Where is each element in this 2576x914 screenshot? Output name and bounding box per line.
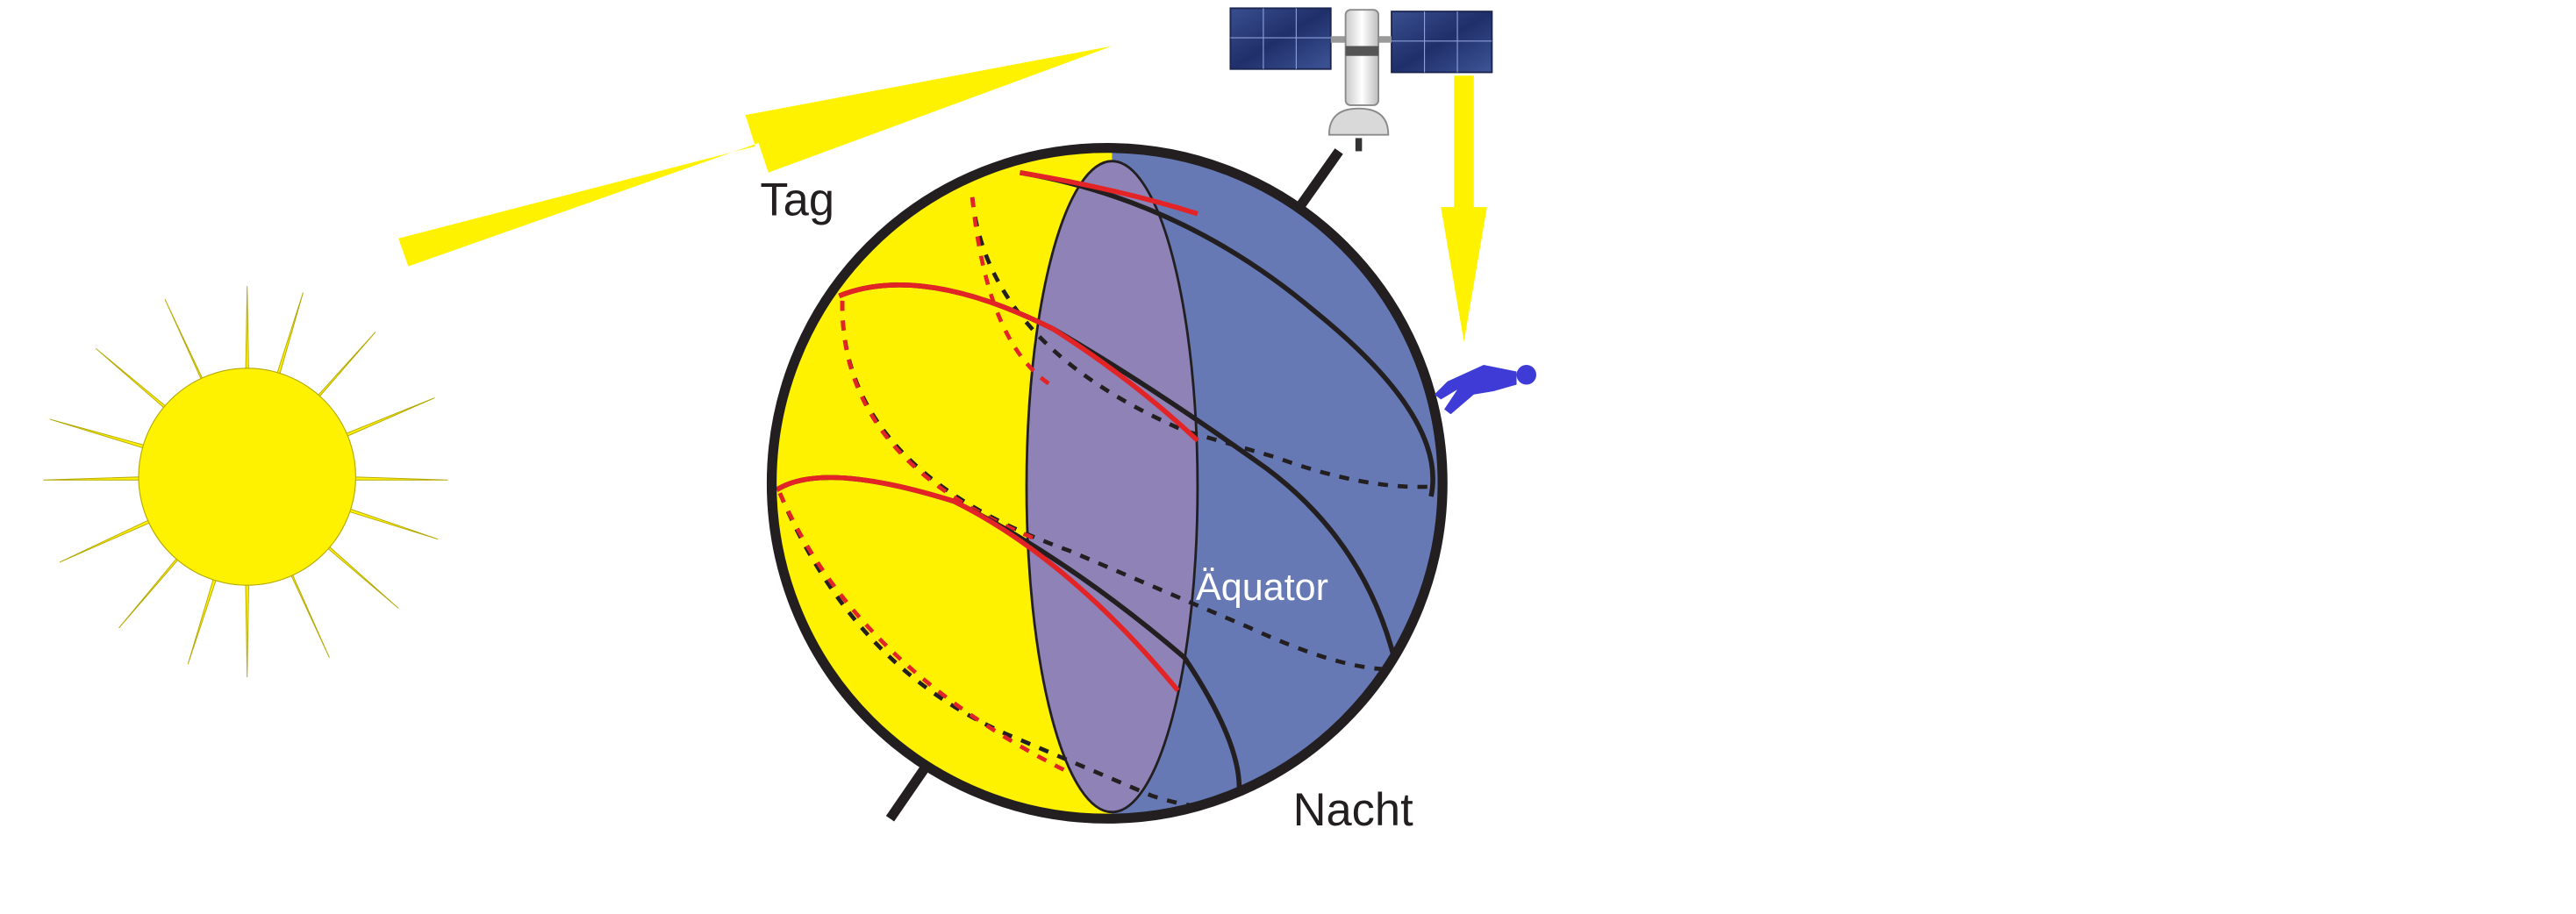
- earth-axis-top: [1299, 151, 1339, 207]
- earth-globe: [757, 132, 1443, 839]
- person-icon: [1435, 365, 1536, 414]
- night-label: Nacht: [1293, 785, 1413, 836]
- earth-axis-bottom: [890, 766, 926, 818]
- equator-label: Äquator: [1196, 567, 1328, 609]
- terminator-disc: [1027, 161, 1198, 812]
- day-label: Tag: [760, 175, 834, 226]
- sun-icon: [43, 286, 447, 677]
- signal-arrow: [1441, 75, 1486, 342]
- satellite-icon: [1230, 8, 1492, 151]
